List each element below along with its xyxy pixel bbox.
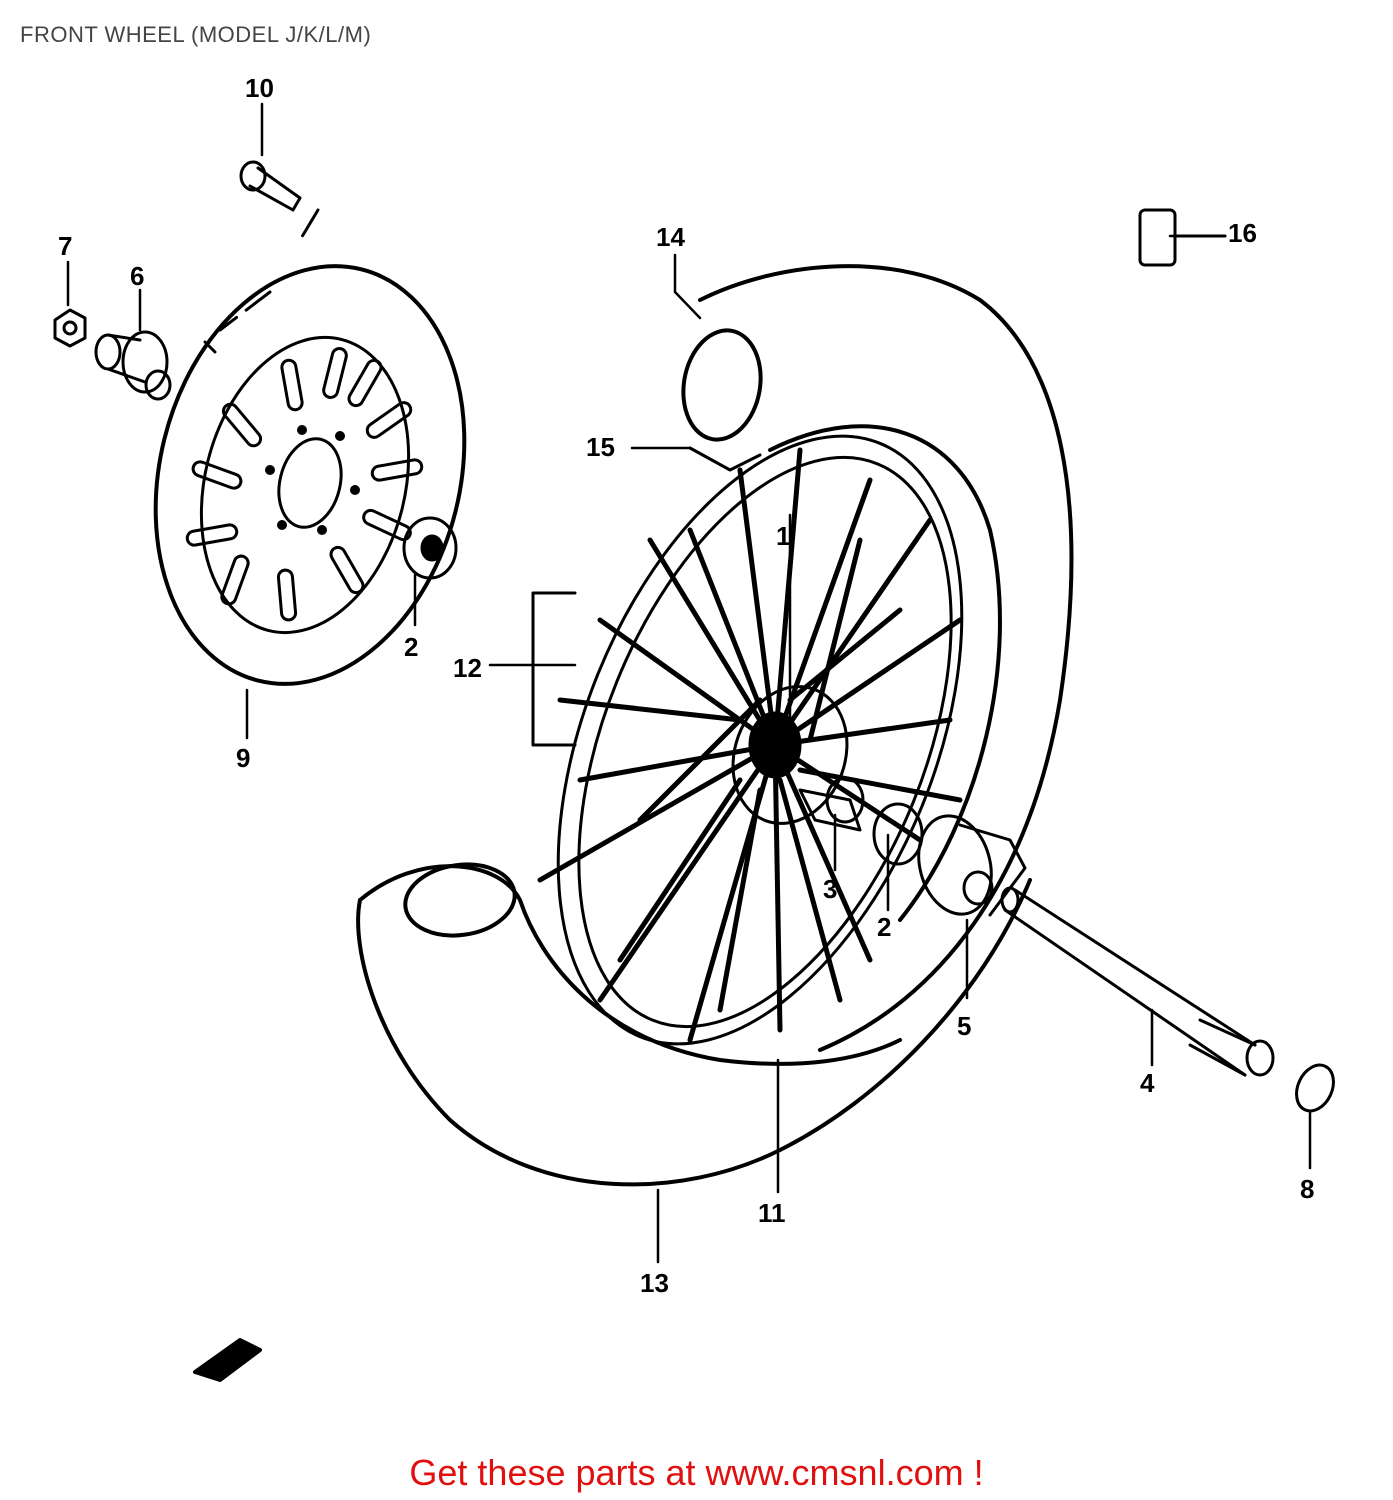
valve-cap-part (1138, 208, 1227, 267)
disc-bolt-part (203, 160, 320, 354)
callout-12: 12 (453, 653, 482, 683)
collar-part (917, 814, 1027, 917)
leader-lines (66, 102, 1312, 1264)
circlip-part (1295, 1063, 1335, 1113)
callout-1: 1 (776, 521, 790, 551)
callout-2a: 2 (404, 632, 418, 662)
callout-6: 6 (130, 261, 144, 291)
spacer-part (94, 330, 172, 401)
callout-numbers: 1 2 2 3 4 5 6 7 8 9 10 11 12 13 14 15 16 (58, 73, 1314, 1298)
callout-11: 11 (758, 1198, 786, 1228)
page-title: FRONT WHEEL (MODEL J/K/L/M) (20, 22, 372, 47)
callout-10: 10 (245, 73, 274, 103)
direction-mark (193, 1338, 262, 1382)
nut-part (53, 308, 87, 348)
tire-part (356, 264, 1074, 1187)
callout-13: 13 (640, 1268, 669, 1298)
spokes-part (537, 447, 963, 1043)
callout-16: 16 (1228, 218, 1257, 248)
callout-5: 5 (957, 1011, 971, 1041)
axle-part (1000, 886, 1275, 1077)
bearing-part (825, 776, 865, 824)
callout-15: 15 (586, 432, 615, 462)
callout-3: 3 (823, 874, 837, 904)
valve-part (688, 446, 762, 472)
callout-14: 14 (656, 222, 685, 252)
callout-9: 9 (236, 743, 250, 773)
spoke-bracket (531, 591, 577, 747)
brake-disc-part (153, 264, 467, 686)
callout-2b: 2 (877, 912, 891, 942)
footer-link[interactable]: Get these parts at www.cmsnl.com ! (409, 1452, 984, 1493)
callout-4: 4 (1140, 1068, 1155, 1098)
rim-part (556, 434, 964, 1046)
callout-7: 7 (58, 231, 72, 261)
callout-8: 8 (1300, 1174, 1314, 1204)
